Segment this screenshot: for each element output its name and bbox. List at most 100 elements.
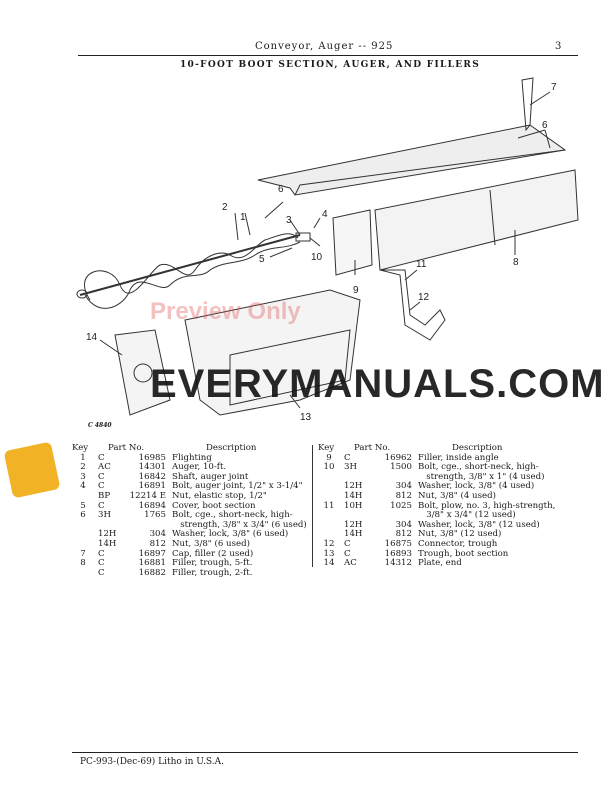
description-header: Description bbox=[206, 443, 257, 453]
callout-14: 14 bbox=[86, 332, 98, 343]
key-cell: 14 bbox=[323, 558, 335, 569]
part-number-cell: 12214 E bbox=[129, 490, 166, 501]
table-row: BP 12214 E Nut, elastic stop, 1/2" bbox=[72, 490, 307, 502]
part-number-cell: 16897 bbox=[138, 548, 166, 559]
description-cell: Cover, boot section bbox=[172, 500, 256, 511]
part-number-cell: 812 bbox=[395, 490, 412, 501]
description-header: Description bbox=[452, 443, 503, 453]
key-cell: 13 bbox=[323, 548, 335, 559]
key-cell: 2 bbox=[80, 462, 86, 473]
part-prefix-cell: BP bbox=[98, 490, 111, 501]
part-prefix-cell: C bbox=[98, 500, 105, 511]
description-cell: strength, 3/8" x 3/4" (6 used) bbox=[172, 519, 307, 530]
callout-1: 1 bbox=[240, 212, 246, 223]
section-title: 10-FOOT BOOT SECTION, AUGER, AND FILLERS bbox=[180, 60, 480, 70]
callout-12: 12 bbox=[418, 292, 430, 303]
description-cell: Nut, 3/8" (4 used) bbox=[418, 490, 496, 501]
callout-3: 3 bbox=[286, 215, 292, 226]
description-cell: Washer, lock, 3/8" (6 used) bbox=[172, 529, 289, 540]
key-cell bbox=[318, 511, 340, 521]
part-number-cell: 812 bbox=[149, 538, 166, 549]
description-cell: strength, 3/8" x 1" (4 used) bbox=[418, 471, 545, 482]
description-cell: Nut, 3/8" (6 used) bbox=[172, 538, 250, 549]
inside-filler-drawing bbox=[332, 209, 373, 276]
watermark-text: EVERYMANUALS.COM bbox=[150, 362, 605, 406]
part-prefix-cell: C bbox=[344, 452, 351, 463]
callout-5: 5 bbox=[259, 254, 265, 265]
key-cell: 10 bbox=[323, 462, 335, 473]
part-prefix-cell: C bbox=[98, 452, 105, 463]
key-cell bbox=[318, 521, 340, 531]
key-cell bbox=[72, 530, 94, 540]
callout-13: 13 bbox=[300, 412, 312, 423]
callout-8: 8 bbox=[513, 257, 519, 268]
part-prefix-cell: 3H bbox=[344, 462, 357, 473]
key-cell: 4 bbox=[80, 481, 86, 492]
key-cell: 8 bbox=[80, 558, 86, 569]
key-cell bbox=[72, 569, 94, 579]
part-number-cell: 304 bbox=[395, 519, 412, 530]
table-row: 2 AC 14301 Auger, 10-ft. bbox=[72, 463, 307, 473]
exploded-parts-diagram: 6 5 2 1 3 4 10 7 6 8 9 11 12 13 14 bbox=[76, 77, 579, 423]
description-cell: Filler, trough, 2-ft. bbox=[172, 567, 253, 578]
part-number-cell: 14301 bbox=[138, 462, 166, 473]
part-number-cell: 1765 bbox=[144, 510, 166, 521]
callout-2: 2 bbox=[222, 202, 228, 213]
description-cell: Bolt, auger joint, 1/2" x 3-1/4" bbox=[172, 481, 303, 492]
description-cell: Nut, elastic stop, 1/2" bbox=[172, 490, 267, 501]
key-cell: 1 bbox=[80, 452, 86, 463]
filler-drawing bbox=[374, 169, 579, 271]
part-prefix-cell: 12H bbox=[344, 519, 363, 530]
part-prefix-cell: 14H bbox=[344, 490, 363, 501]
key-cell: 5 bbox=[80, 500, 86, 511]
part-prefix-cell: C bbox=[98, 548, 105, 559]
description-cell: Washer, lock, 3/8" (12 used) bbox=[418, 519, 540, 530]
table-row: 14H 812 Nut, 3/8" (4 used) bbox=[318, 490, 555, 502]
page-header: Conveyor, Auger -- 925 3 bbox=[0, 41, 612, 55]
auger-drawing bbox=[76, 233, 301, 309]
part-prefix-cell: C bbox=[98, 558, 105, 569]
part-number-cell: 304 bbox=[149, 529, 166, 540]
table-row: 12H 304 Washer, lock, 3/8" (12 used) bbox=[318, 519, 555, 531]
part-number-cell: 16881 bbox=[138, 558, 166, 569]
part-number-cell: 16894 bbox=[138, 500, 166, 511]
description-cell: Cap, filler (2 used) bbox=[172, 548, 254, 559]
part-number-cell: 1025 bbox=[390, 500, 412, 511]
part-prefix-cell: AC bbox=[98, 462, 111, 473]
table-row: strength, 3/8" x 1" (4 used) bbox=[318, 471, 555, 483]
column-divider bbox=[312, 445, 313, 567]
part-number-cell: 14312 bbox=[384, 558, 412, 569]
part-prefix-cell: 12H bbox=[98, 529, 117, 540]
table-row: 14H 812 Nut, 3/8" (6 used) bbox=[72, 538, 307, 550]
table-row: 3/8" x 3/4" (12 used) bbox=[318, 511, 555, 521]
description-cell: Filler, inside angle bbox=[418, 452, 499, 463]
description-cell: Plate, end bbox=[418, 558, 462, 569]
description-cell: Auger, 10-ft. bbox=[172, 462, 227, 473]
key-cell: 7 bbox=[80, 548, 86, 559]
key-cell: 6 bbox=[80, 510, 86, 521]
footer-rule bbox=[72, 752, 578, 753]
key-cell: 12 bbox=[323, 538, 335, 549]
header-rule bbox=[78, 55, 578, 56]
key-cell: 9 bbox=[326, 452, 332, 463]
description-cell: Trough, boot section bbox=[418, 548, 509, 559]
key-cell bbox=[72, 521, 94, 531]
key-cell: 11 bbox=[323, 500, 335, 511]
part-no-header: Part No. bbox=[354, 443, 391, 453]
part-number-cell: 16882 bbox=[138, 567, 166, 578]
description-cell: 3/8" x 3/4" (12 used) bbox=[418, 510, 516, 521]
part-prefix-cell: 14H bbox=[98, 538, 117, 549]
callout-11: 11 bbox=[416, 259, 427, 270]
callout-6b: 6 bbox=[542, 120, 548, 131]
table-row: 5 C 16894 Cover, boot section bbox=[72, 500, 307, 512]
